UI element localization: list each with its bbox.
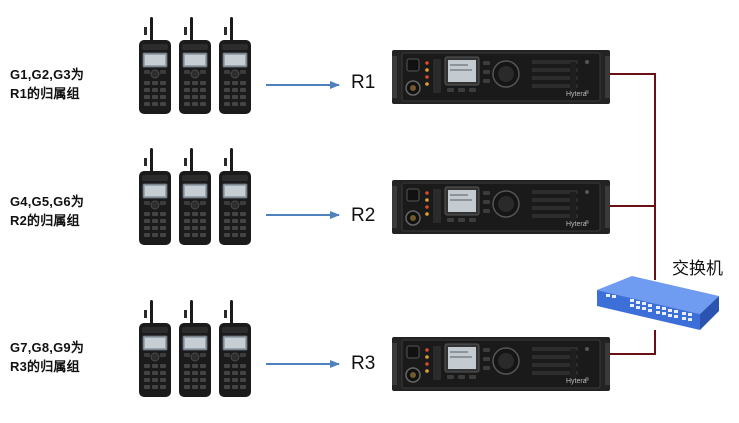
group-3-label-line1: G7,G8,G9为 <box>10 340 85 355</box>
switch-ports <box>606 294 692 321</box>
radio-icon <box>178 16 212 115</box>
repeater-2-brand: Hytera <box>566 221 587 228</box>
group-3-label: G7,G8,G9为 R3的归属组 <box>10 338 84 376</box>
group-3-radios <box>138 299 252 398</box>
repeater-1-brand: Hytera <box>566 91 587 98</box>
group-1-label-line1: G1,G2,G3为 <box>10 67 85 82</box>
cables <box>610 73 656 355</box>
arrows <box>266 81 340 368</box>
group-2-label-line1: G4,G5,G6为 <box>10 194 85 209</box>
cable-r1 <box>610 73 656 280</box>
repeater-1-label: R1 <box>351 72 376 93</box>
radio-icon <box>218 16 252 115</box>
cable-r3 <box>610 330 656 355</box>
switch-top <box>597 276 719 314</box>
repeater-1: Hytera <box>391 49 611 105</box>
radio-icon <box>138 147 172 246</box>
network-switch <box>597 276 719 330</box>
switch-side <box>700 296 719 330</box>
group-3-label-line2: R3的归属组 <box>10 359 80 374</box>
group-1-label: G1,G2,G3为 R1的归属组 <box>10 65 84 103</box>
repeater-3: Hytera <box>391 336 611 392</box>
group-2-radios <box>138 147 252 246</box>
group-1-radios <box>138 16 252 115</box>
repeater-3-label: R3 <box>351 353 376 374</box>
radio-icon <box>218 147 252 246</box>
radio-icon <box>178 299 212 398</box>
repeater-2: Hytera <box>391 179 611 235</box>
group-2-label-line2: R2的归属组 <box>10 213 80 228</box>
group-2-label: G4,G5,G6为 R2的归属组 <box>10 192 84 230</box>
group-1-label-line2: R1的归属组 <box>10 86 80 101</box>
radio-icon <box>138 16 172 115</box>
repeater-3-brand: Hytera <box>566 378 587 385</box>
radio-icon <box>138 299 172 398</box>
switch-label: 交换机 <box>672 259 723 279</box>
repeater-2-label: R2 <box>351 205 376 226</box>
radio-icon <box>178 147 212 246</box>
radio-icon <box>218 299 252 398</box>
